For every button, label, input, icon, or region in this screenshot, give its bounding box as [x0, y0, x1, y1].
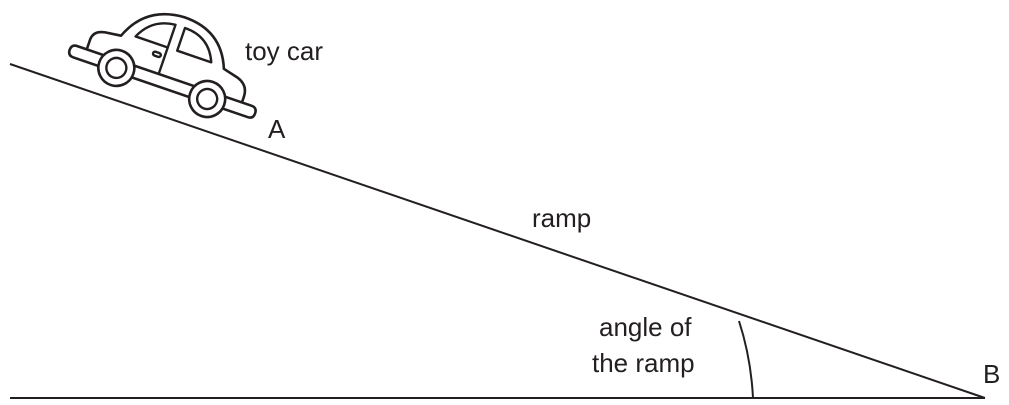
car-door-handle [151, 50, 163, 59]
toy-car-label: toy car [245, 36, 323, 66]
ramp-line [9, 63, 986, 399]
point-a-label: A [268, 114, 286, 144]
angle-label-line2: the ramp [592, 348, 695, 378]
toy-car-icon [67, 13, 257, 119]
car-rear-wheel [97, 48, 136, 88]
point-b-label: B [983, 359, 1000, 389]
ramp-label: ramp [532, 203, 591, 233]
car-rear-window [134, 22, 177, 49]
angle-label-line1: angle of [599, 312, 692, 342]
car-front-window [176, 26, 213, 64]
car-door-line [156, 46, 169, 78]
car-front-wheel [187, 79, 227, 119]
angle-arc [738, 320, 754, 399]
